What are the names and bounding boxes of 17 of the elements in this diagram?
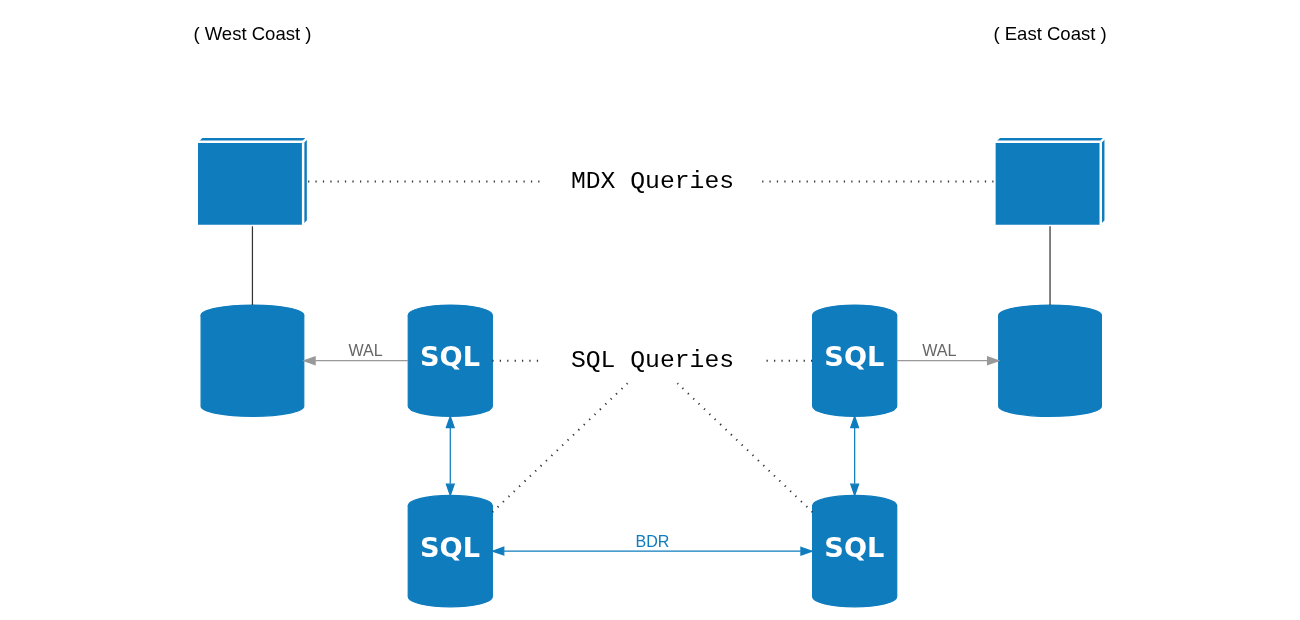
edge-label: WAL (348, 341, 383, 360)
node-text: SQL Queries (570, 345, 735, 374)
connector (251, 225, 254, 306)
connector (761, 180, 995, 183)
connector (1049, 225, 1051, 306)
edge-label: BDR (635, 531, 670, 550)
arrow (849, 414, 860, 498)
arrow (445, 414, 456, 498)
label: ( West Coast ) (193, 22, 312, 44)
label: ( East Coast ) (993, 22, 1107, 44)
edge-label: WAL (922, 341, 957, 360)
arrow (490, 546, 814, 556)
arrow (896, 355, 1001, 366)
connector (676, 382, 814, 514)
node-text: MDX Queries (570, 166, 735, 195)
connector (491, 382, 629, 514)
arrow (302, 355, 409, 366)
